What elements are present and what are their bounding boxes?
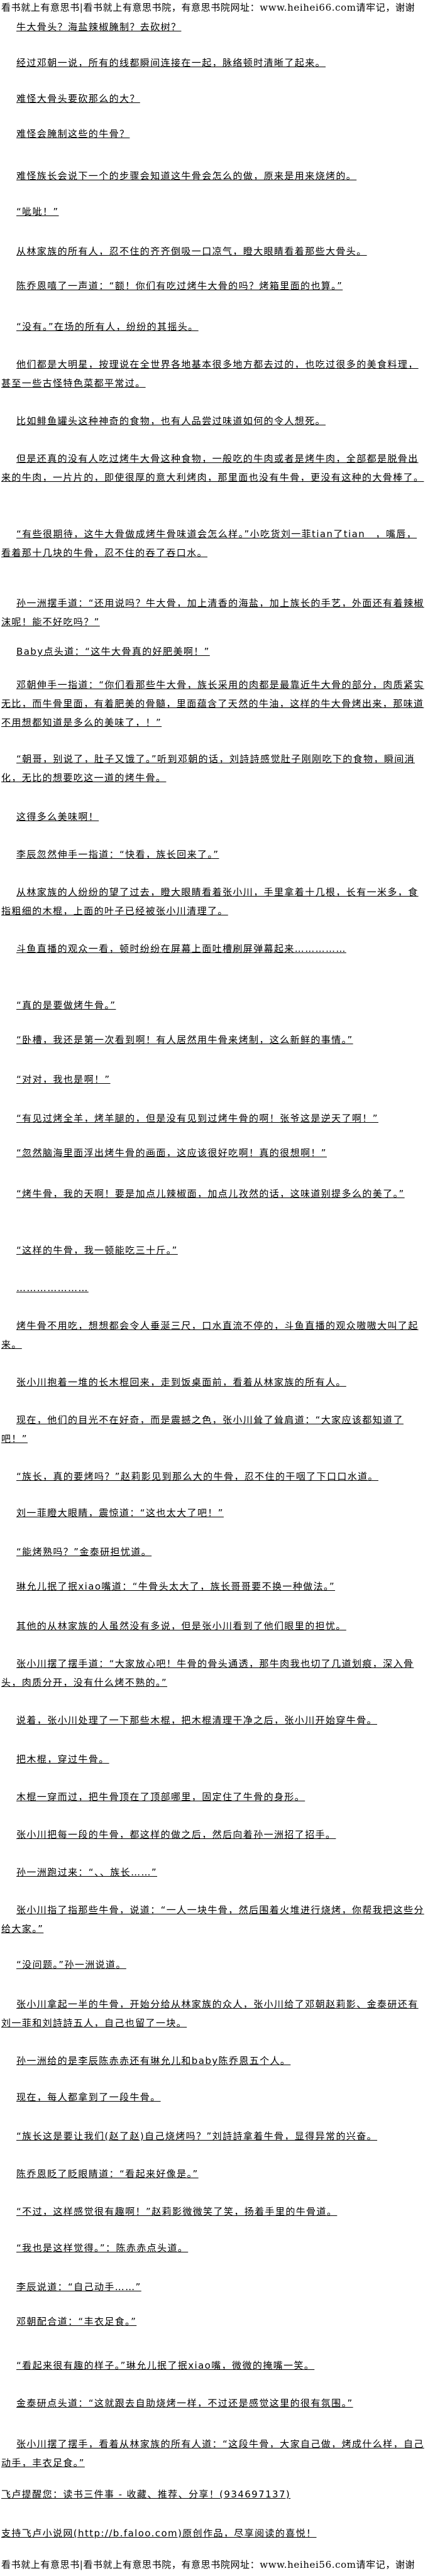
paragraph: “我也是这样觉得。”：陈赤赤点头道。 bbox=[16, 2242, 189, 2254]
paragraph: “忽然脑海里面浮出烤牛骨的画面，这应该很好吃啊！真的很想啊！” bbox=[16, 1147, 327, 1159]
faloo-reminder: 飞卢提醒您：读书三件事 - 收藏、推荐、分享！(934697137) bbox=[1, 2489, 291, 2500]
paragraph: 张小川把每一段的牛骨，都这样的做之后，然后向着孙一洲招了招手。 bbox=[16, 1829, 336, 1840]
paragraph: “族长，真的要烤吗？”赵莉影见到那么大的牛骨，忍不住的干咽了下口口水道。 bbox=[16, 1471, 378, 1482]
paragraph: “没有。”在场的所有人，纷纷的其摇头。 bbox=[16, 321, 199, 332]
paragraph: “能烤熟吗？”金泰研担忧道。 bbox=[16, 1546, 152, 1558]
paragraph: 从林家族的所有人，忍不住的齐齐倒吸一口凉气，瞪大眼睛看着那些大骨头。 bbox=[16, 246, 367, 257]
paragraph: 斗鱼直播的观众一看，顿时纷纷在屏幕上面吐槽刷屏弹幕起来…………… bbox=[16, 943, 346, 954]
paragraph: 现在，每人都拿到了一段牛骨。 bbox=[16, 2092, 161, 2103]
paragraph: 烤牛骨不用吃，想想都会令人垂涎三尺，口水直流不停的，斗鱼直播的观众嗷嗷大叫了起来… bbox=[1, 1320, 419, 1350]
paragraph: 孙一洲跑过来：“、、族长……” bbox=[16, 1867, 158, 1878]
paragraph: “烤牛骨，我的天啊！要是加点儿辣椒面，加点儿孜然的话，这味道别提多么的美了。” bbox=[16, 1188, 405, 1199]
paragraph: 刘一菲瞪大眼睛，震惊道：“这也太大了吧！” bbox=[16, 1507, 224, 1519]
paragraph: 他们都是大明星，按理说在全世界各地基本很多地方都去过的，也吃过很多的美食料理，甚… bbox=[1, 359, 419, 389]
paragraph: “不过，这样感觉很有趣啊！”赵莉影微微笑了笑，扬着手里的牛骨道。 bbox=[16, 2206, 338, 2217]
paragraph: “这样的牛骨，我一顿能吃三十斤。” bbox=[16, 1245, 178, 1256]
paragraph: “卧槽，我还是第一次看到啊！有人居然用牛骨来烤制，这么新鲜的事情。” bbox=[16, 1034, 353, 1045]
paragraph: 陈乔恩眨了眨眼睛道：“看起来好像是。” bbox=[16, 2168, 199, 2180]
paragraph: 张小川指了指那些牛骨，说道：“一人一块牛骨，然后围着火堆进行烧烤，你帮我把这些分… bbox=[1, 1904, 424, 1935]
paragraph: “真的是要做烤牛骨。” bbox=[16, 1000, 116, 1011]
paragraph: 从林家族的人纷纷的望了过去，瞪大眼睛看着张小川，手里拿着十几根，长有一米多，食指… bbox=[1, 887, 419, 917]
paragraph: 难怪会腌制这些的牛骨？ bbox=[16, 128, 130, 139]
paragraph: “朝哥，别说了，肚子又饿了。”听到邓朝的话，刘詩詩感觉肚子刚刚吃下的食物，瞬间消… bbox=[1, 753, 415, 783]
paragraph: “呲呲！” bbox=[16, 206, 59, 217]
paragraph: “族长这是要让我们(赵了赵)自己烧烤吗？”刘詩詩拿着牛骨，显得异常的兴奋。 bbox=[16, 2131, 378, 2142]
paragraph: “没问题。”孙一洲说道。 bbox=[16, 1959, 126, 1970]
paragraph: “有见过烤全羊，烤羊腿的，但是没有见到过烤牛骨的啊！张爷这是逆天了啊！” bbox=[16, 1113, 378, 1124]
site-banner-header: 看书就上有意思书|看书就上有意思书院，有意思书院网址：www.heihei66.… bbox=[1, 2, 415, 13]
paragraph: 邓朝配合道：“丰衣足食。” bbox=[16, 2316, 137, 2327]
paragraph: 牛大骨头？海盐辣椒腌制？去砍树？ bbox=[16, 21, 182, 33]
paragraph: ………………… bbox=[16, 1282, 89, 1294]
paragraph: 说着，张小川处理了一下那些木棍，把木棍清理干净之后，张小川开始穿牛骨。 bbox=[16, 1715, 378, 1726]
paragraph: 难怪大骨头要砍那么的大？ bbox=[16, 93, 140, 104]
paragraph: 李辰说道：“自己动手……” bbox=[16, 2281, 141, 2293]
paragraph: “有些很期待，这牛大骨做成烤牛骨味道会怎么样。”小吃货刘一菲tian了tian … bbox=[1, 528, 417, 559]
paragraph: 这得多么美味啊！ bbox=[16, 811, 99, 822]
paragraph: 难怪族长会说下一个的步骤会知道这牛骨会怎么的做，原来是用来烧烤的。 bbox=[16, 170, 357, 182]
paragraph: 把木棍，穿过牛骨。 bbox=[16, 1754, 109, 1765]
paragraph: 现在，他们的目光不在好奇，而是震撼之色，张小川耸了耸肩道：“大家应该都知道了吧！… bbox=[1, 1414, 404, 1444]
paragraph: “看起来很有趣的样子。”琳允儿抿了抿xiao嘴，微微的掩嘴一笑。 bbox=[16, 2360, 315, 2371]
paragraph: 其他的从林家族的人虽然没有多说，但是张小川看到了他们眼里的担忧。 bbox=[16, 1620, 346, 1632]
paragraph: 经过邓朝一说，所有的线都瞬间连接在一起，脉络顿时清晰了起来。 bbox=[16, 57, 326, 68]
paragraph: 孙一洲摆手道：“还用说吗？牛大骨，加上清香的海盐，加上族长的手艺，外面还有着辣椒… bbox=[1, 598, 424, 628]
paragraph: 张小川摆了摆手，看着从林家族的所有人道：“这段牛骨，大家自己做，烤成什么样，自己… bbox=[1, 2438, 424, 2469]
paragraph: 张小川摆了摆手道：“大家放心吧！牛骨的骨头通透，那牛肉我也切了几道划痕，深入骨头… bbox=[1, 1658, 414, 1688]
paragraph: 比如鲱鱼罐头这种神奇的食物，也有人品尝过味道如何的令人想死。 bbox=[16, 415, 326, 427]
paragraph: 金泰研点头道：“这就跟去自助烧烤一样，不过还是感觉这里的很有氛围。” bbox=[16, 2398, 353, 2409]
paragraph: 孙一洲给的是李辰陈赤赤还有琳允儿和baby陈乔恩五个人。 bbox=[16, 2055, 291, 2066]
paragraph: 木棍一穿而过，把牛骨顶在了顶部哪里，固定住了牛骨的身形。 bbox=[16, 1791, 305, 1803]
paragraph: 张小川抱着一堆的长木棍回来，走到饭桌面前，看着从林家族的所有人。 bbox=[16, 1377, 346, 1388]
paragraph: 张小川拿起一半的牛骨，开始分给从林家族的众人，张小川给了邓朝赵莉影、金泰研还有刘… bbox=[1, 1999, 419, 2029]
paragraph: “对对，我也是啊！” bbox=[16, 1074, 111, 1085]
site-banner-footer: 看书就上有意思书|看书就上有意思书院，有意思书院网址：www.heihei56.… bbox=[1, 2559, 415, 2570]
paragraph: 但是还真的没有人吃过烤牛大骨这种食物，一般吃的牛肉或者是烤牛肉，全部都是脱骨出来… bbox=[1, 453, 424, 483]
paragraph: 李辰忽然伸手一指道：“快看，族长回来了。” bbox=[16, 849, 219, 860]
paragraph: Baby点头道：“这牛大骨真的好肥美啊！” bbox=[16, 646, 210, 657]
faloo-support-link[interactable]: 支持飞卢小说网(http://b.faloo.com)原创作品，尽享阅读的喜悦！ bbox=[1, 2528, 317, 2539]
paragraph: 邓朝伸手一指道：“你们看那些牛大骨，族长采用的肉都是最靠近牛大骨的部分，肉质紧实… bbox=[1, 679, 424, 728]
paragraph: 陈乔恩嘻了一声道：“额！你们有吃过烤牛大骨的吗？烤箱里面的也算。” bbox=[16, 280, 343, 292]
paragraph: 琳允儿抿了抿xiao嘴道：“牛骨头太大了，族长哥哥要不换一种做法。” bbox=[16, 1581, 336, 1592]
